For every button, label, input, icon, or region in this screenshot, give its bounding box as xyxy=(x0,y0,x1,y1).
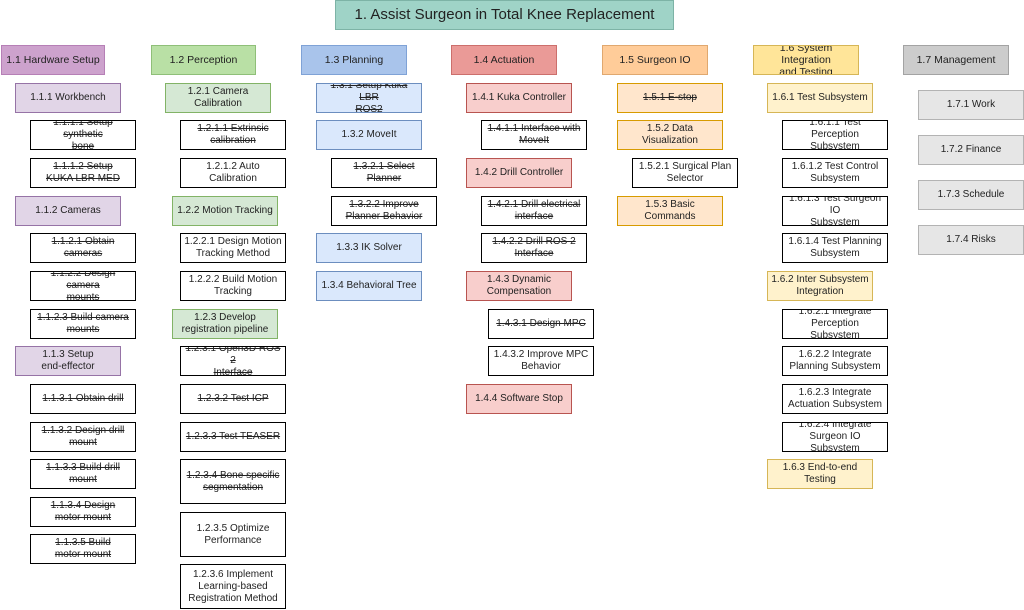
software-stop-node[interactable]: 1.4.4 Software Stop xyxy=(466,384,572,414)
setup-synthetic-bone-task[interactable]: 1.1.1.1 Setup synthetic bone xyxy=(30,120,136,150)
improve-mpc-task[interactable]: 1.4.3.2 Improve MPC Behavior xyxy=(488,346,594,376)
perception-node[interactable]: 1.2 Perception xyxy=(151,45,256,75)
surgical-plan-selector-task[interactable]: 1.5.2.1 Surgical Plan Selector xyxy=(632,158,738,188)
cameras-node[interactable]: 1.1.2 Cameras xyxy=(15,196,121,226)
build-motor-mount-task[interactable]: 1.1.3.5 Build motor mount xyxy=(30,534,136,564)
learning-registration-task[interactable]: 1.2.3.6 Implement Learning-based Registr… xyxy=(180,564,286,609)
interface-moveit-task[interactable]: 1.4.1.1 Interface with MoveIt xyxy=(481,120,587,150)
improve-planner-task[interactable]: 1.3.2.2 Improve Planner Behavior xyxy=(331,196,437,226)
planning-node[interactable]: 1.3 Planning xyxy=(301,45,407,75)
workbench-node[interactable]: 1.1.1 Workbench xyxy=(15,83,121,113)
build-motion-tracking-task[interactable]: 1.2.2.2 Build Motion Tracking xyxy=(180,271,286,301)
test-subsystem-node[interactable]: 1.6.1 Test Subsystem xyxy=(767,83,873,113)
design-drill-mount-task[interactable]: 1.1.3.2 Design drill mount xyxy=(30,422,136,452)
drill-controller-node[interactable]: 1.4.2 Drill Controller xyxy=(466,158,572,188)
auto-calibration-task[interactable]: 1.2.1.2 Auto Calibration xyxy=(180,158,286,188)
system-integration-node[interactable]: 1.6 System Integration and Testing xyxy=(753,45,859,75)
inter-subsystem-node[interactable]: 1.6.2 Inter Subsystem Integration xyxy=(767,271,873,301)
extrinsic-calibration-task[interactable]: 1.2.1.1 Extrinsic calibration xyxy=(180,120,286,150)
setup-kuka-ros2-node[interactable]: 1.3.1 Setup Kuka LBR ROS2 xyxy=(316,83,422,113)
surgeon-io-node[interactable]: 1.5 Surgeon IO xyxy=(602,45,708,75)
obtain-drill-task[interactable]: 1.1.3.1 Obtain drill xyxy=(30,384,136,414)
dynamic-compensation-node[interactable]: 1.4.3 Dynamic Compensation xyxy=(466,271,572,301)
moveit-node[interactable]: 1.3.2 MoveIt xyxy=(316,120,422,150)
ik-solver-node[interactable]: 1.3.3 IK Solver xyxy=(316,233,422,263)
integrate-actuation-task[interactable]: 1.6.2.3 Integrate Actuation Subsystem xyxy=(782,384,888,414)
test-surgeon-io-task[interactable]: 1.6.1.3 Test Surgeon IO Subsystem xyxy=(782,196,888,226)
behavioral-tree-node[interactable]: 1.3.4 Behavioral Tree xyxy=(316,271,422,301)
setup-end-effector-node[interactable]: 1.1.3 Setup end-effector xyxy=(15,346,121,376)
registration-pipeline-node[interactable]: 1.2.3 Develop registration pipeline xyxy=(172,309,278,339)
test-perception-task[interactable]: 1.6.1.1 Test Perception Subsystem xyxy=(782,120,888,150)
integrate-planning-task[interactable]: 1.6.2.2 Integrate Planning Subsystem xyxy=(782,346,888,376)
build-drill-mount-task[interactable]: 1.1.3.3 Build drill mount xyxy=(30,459,136,489)
drill-electrical-task[interactable]: 1.4.2.1 Drill electrical interface xyxy=(481,196,587,226)
design-motor-mount-task[interactable]: 1.1.3.4 Design motor mount xyxy=(30,497,136,527)
root-goal[interactable]: 1. Assist Surgeon in Total Knee Replacem… xyxy=(335,0,674,30)
work-node[interactable]: 1.7.1 Work xyxy=(918,90,1024,120)
design-motion-tracking-task[interactable]: 1.2.2.1 Design Motion Tracking Method xyxy=(180,233,286,263)
risks-node[interactable]: 1.7.4 Risks xyxy=(918,225,1024,255)
finance-node[interactable]: 1.7.2 Finance xyxy=(918,135,1024,165)
motion-tracking-node[interactable]: 1.2.2 Motion Tracking xyxy=(172,196,278,226)
bone-segmentation-task[interactable]: 1.2.3.4 Bone specific segmentation xyxy=(180,459,286,504)
design-camera-mounts-task[interactable]: 1.1.2.2 Design camera mounts xyxy=(30,271,136,301)
camera-calibration-node[interactable]: 1.2.1 Camera Calibration xyxy=(165,83,271,113)
test-icp-task[interactable]: 1.2.3.2 Test ICP xyxy=(180,384,286,414)
open3d-ros2-interface-task[interactable]: 1.2.3.1 Open3D ROS 2 Interface xyxy=(180,346,286,376)
basic-commands-node[interactable]: 1.5.3 Basic Commands xyxy=(617,196,723,226)
kuka-controller-node[interactable]: 1.4.1 Kuka Controller xyxy=(466,83,572,113)
design-mpc-task[interactable]: 1.4.3.1 Design MPC xyxy=(488,309,594,339)
test-planning-task[interactable]: 1.6.1.4 Test Planning Subsystem xyxy=(782,233,888,263)
end-to-end-testing-node[interactable]: 1.6.3 End-to-end Testing xyxy=(767,459,873,489)
obtain-cameras-task[interactable]: 1.1.2.1 Obtain cameras xyxy=(30,233,136,263)
select-planner-task[interactable]: 1.3.2.1 Select Planner xyxy=(331,158,437,188)
build-camera-mounts-task[interactable]: 1.1.2.3 Build camera mounts xyxy=(30,309,136,339)
optimize-performance-task[interactable]: 1.2.3.5 Optimize Performance xyxy=(180,512,286,557)
integrate-perception-task[interactable]: 1.6.2.1 Integrate Perception Subsystem xyxy=(782,309,888,339)
drill-ros2-task[interactable]: 1.4.2.2 Drill ROS 2 Interface xyxy=(481,233,587,263)
setup-kuka-lbr-med-task[interactable]: 1.1.1.2 Setup KUKA LBR MED xyxy=(30,158,136,188)
data-visualization-node[interactable]: 1.5.2 Data Visualization xyxy=(617,120,723,150)
hardware-setup-node[interactable]: 1.1 Hardware Setup xyxy=(1,45,105,75)
schedule-node[interactable]: 1.7.3 Schedule xyxy=(918,180,1024,210)
test-control-task[interactable]: 1.6.1.2 Test Control Subsystem xyxy=(782,158,888,188)
management-node[interactable]: 1.7 Management xyxy=(903,45,1009,75)
test-teaser-task[interactable]: 1.2.3.3 Test TEASER xyxy=(180,422,286,452)
actuation-node[interactable]: 1.4 Actuation xyxy=(451,45,557,75)
integrate-surgeon-io-task[interactable]: 1.6.2.4 Integrate Surgeon IO Subsystem xyxy=(782,422,888,452)
e-stop-node[interactable]: 1.5.1 E-stop xyxy=(617,83,723,113)
